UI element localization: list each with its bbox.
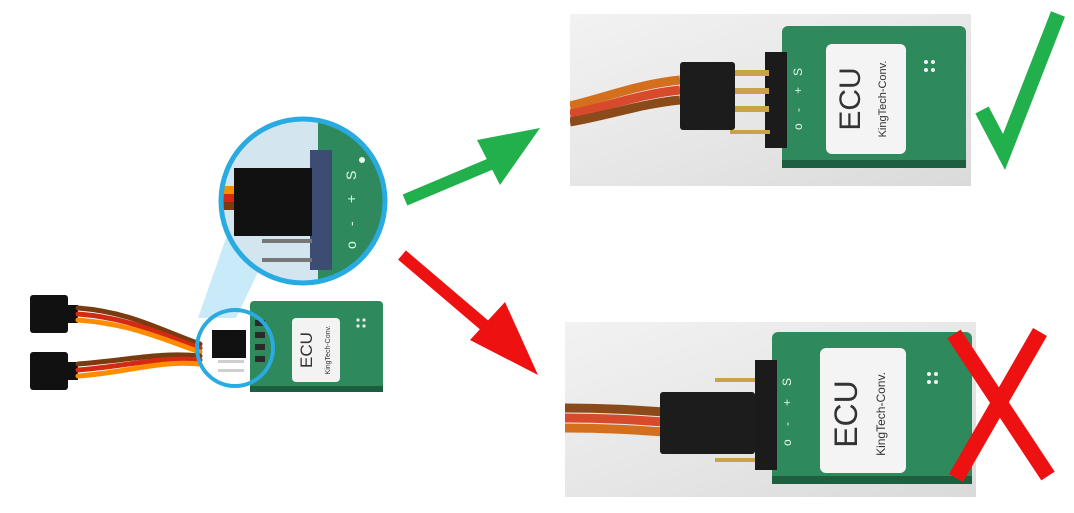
highlight-circle-small [195,308,275,388]
servo-plug-top [30,295,78,333]
pin-label-minus: - [791,108,805,112]
pin-label-signal: S [343,171,359,180]
smd-pads-small [356,318,366,328]
ecu-subtitle-correct: KingTech-Conv. [877,61,889,138]
pin-label-plus: + [343,195,359,203]
pin-label-o: o [343,241,359,249]
smd-pads [924,60,935,72]
ecu-title-small: ECU [297,332,316,368]
pin-label-signal: S [791,68,805,76]
ecu-label-sticker [826,44,906,154]
ecu-subtitle-wrong: KingTech-Conv. [874,372,888,456]
arrow-correct [402,128,540,206]
servo-connector-small [212,330,246,372]
ecu-title-wrong: ECU [828,380,864,448]
pin-label-o: o [780,439,794,446]
photo-wrong-connection: ECU KingTech-Conv. S + - o [565,322,976,497]
pin-label-plus: + [791,87,805,94]
servo-plug-bottom [30,352,78,390]
pin-label-o: o [791,123,805,130]
photo-correct-connection: ECU KingTech-Conv. S + - o [570,14,971,186]
y-cable-wires [75,305,203,379]
smd-pads [927,372,938,384]
ecu-title-correct: ECU [834,67,867,130]
pin-label-minus: - [780,422,794,426]
ecu-subtitle-small: KingTech-Conv. [325,326,332,375]
magnifier-circle: S + - o [218,116,388,286]
photo-correct-drawing: ECU KingTech-Conv. S + - o [570,26,966,168]
ecu-label-sticker [292,318,340,382]
ecu-label-sticker [820,348,906,473]
ecu-board-small: ECU KingTech-Conv. [250,301,383,392]
ecu-header-pins-small [255,320,265,362]
photo-wrong-drawing: ECU KingTech-Conv. S + - o [565,332,972,484]
arrow-wrong [398,250,538,375]
pin-label-plus: + [780,399,794,406]
pin-label-minus: - [343,221,359,226]
pin-label-signal: S [780,378,794,386]
